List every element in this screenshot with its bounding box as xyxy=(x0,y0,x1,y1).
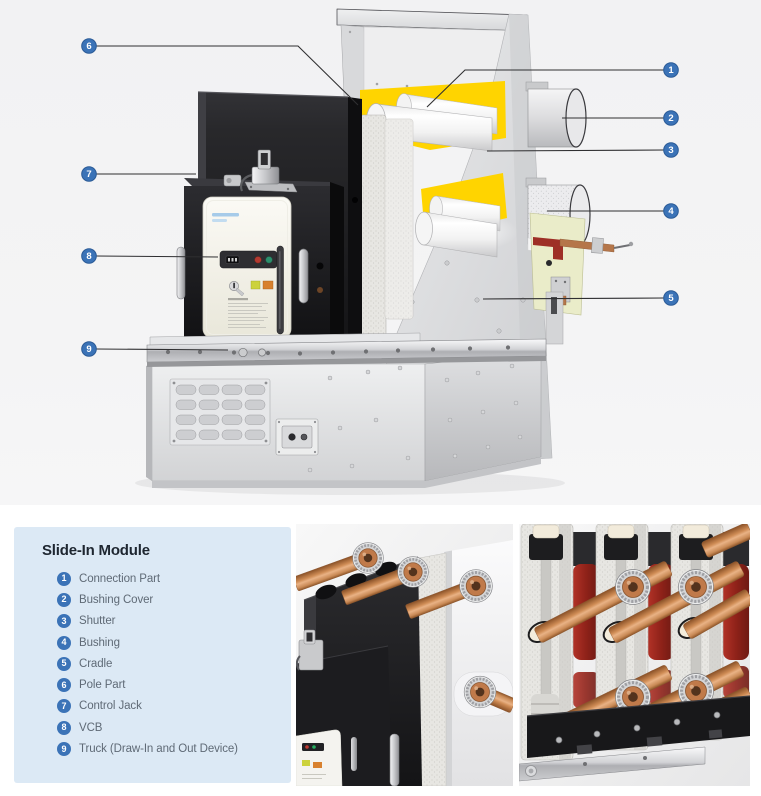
red-bracket xyxy=(533,237,563,260)
legend-item: 9 Truck (Draw-In and Out Device) xyxy=(57,738,291,759)
vent-panel xyxy=(169,378,271,446)
photo1-illustration xyxy=(296,524,513,786)
device-illustration xyxy=(135,8,634,495)
legend-item-badge: 9 xyxy=(57,742,71,757)
legend-item-label: Shutter xyxy=(79,615,116,628)
legend-list: 1 Connection Part 2 Bushing Cover 3 Shutter… xyxy=(42,568,291,760)
open-button xyxy=(254,256,262,264)
legend-item-label: Connection Part xyxy=(79,572,160,585)
legend-item-label: Pole Part xyxy=(79,679,126,692)
legend-item-badge: 2 xyxy=(57,592,71,607)
pole-part-supports xyxy=(353,114,414,349)
photo-pole-parts-closeup xyxy=(519,524,750,786)
legend-item-label: Control Jack xyxy=(79,700,142,713)
base-box xyxy=(146,351,542,488)
legend-item-badge: 4 xyxy=(57,635,71,650)
legend-item-badge: 8 xyxy=(57,720,71,735)
photo-connection-closeup xyxy=(296,524,513,786)
legend-item-badge: 7 xyxy=(57,699,71,714)
close-button xyxy=(265,256,273,264)
control-jack xyxy=(223,149,298,193)
rating-text-block xyxy=(228,298,268,328)
legend-item: 7 Control Jack xyxy=(57,696,291,717)
panel-knob xyxy=(316,262,324,270)
legend-item: 5 Cradle xyxy=(57,653,291,674)
legend-item-badge: 1 xyxy=(57,571,71,586)
chrome-handle xyxy=(389,733,400,786)
legend-item-badge: 3 xyxy=(57,614,71,629)
legend-item: 2 Bushing Cover xyxy=(57,589,291,610)
photo2-illustration xyxy=(519,524,750,786)
legend-item: 8 VCB xyxy=(57,717,291,738)
control-strip xyxy=(219,250,278,269)
rod-mounts xyxy=(315,561,397,600)
brand-logo xyxy=(212,213,239,222)
bushing-housing xyxy=(444,540,513,786)
chrome-rod xyxy=(351,737,357,771)
vcb-front-panel xyxy=(202,196,292,339)
led-red xyxy=(305,745,309,749)
legend-item: 1 Connection Part xyxy=(57,568,291,589)
base-rivets xyxy=(307,363,523,473)
legend-item: 3 Shutter xyxy=(57,611,291,632)
legend-item-badge: 6 xyxy=(57,678,71,693)
legend-item-label: Cradle xyxy=(79,657,113,670)
panel-corner xyxy=(296,729,343,786)
legend-item-label: Bushing Cover xyxy=(79,593,154,606)
legend-item-label: Truck (Draw-In and Out Device) xyxy=(79,743,238,756)
legend-item: 6 Pole Part xyxy=(57,674,291,695)
key-lock xyxy=(229,281,245,297)
legend-item-label: Bushing xyxy=(79,636,120,649)
connector-plate xyxy=(275,418,319,456)
legend-item: 4 Bushing xyxy=(57,632,291,653)
legend-title: Slide-In Module xyxy=(42,542,150,559)
bushing-lower-group xyxy=(415,195,501,258)
ct-plate xyxy=(529,212,634,345)
truck-rails xyxy=(146,332,547,367)
pole-base-bar xyxy=(526,695,750,758)
vcb-left-handle xyxy=(176,246,186,300)
vcb-right-handle xyxy=(298,248,309,304)
panel-bronze-knob xyxy=(317,287,323,293)
bushing-cover-upper xyxy=(525,81,587,148)
base-rail xyxy=(519,746,706,782)
led-green xyxy=(312,745,316,749)
label-orange xyxy=(262,280,274,290)
control-jack-closeup xyxy=(296,629,324,671)
label-yellow xyxy=(250,280,261,290)
legend-item-label: VCB xyxy=(79,721,103,734)
legend-item-badge: 5 xyxy=(57,656,71,671)
